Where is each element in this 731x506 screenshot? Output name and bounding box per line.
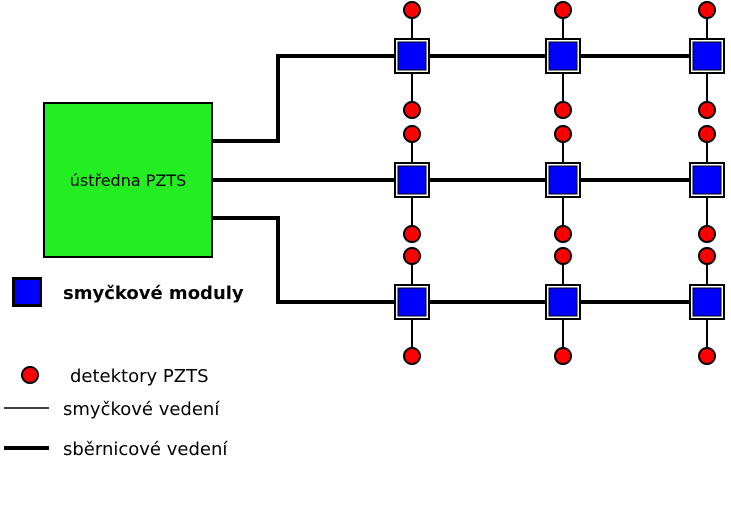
loop-module xyxy=(692,287,722,317)
legend: smyčkové moduly detektory PZTS smyčkové … xyxy=(4,277,244,460)
detector xyxy=(698,225,716,243)
loop-module xyxy=(397,287,427,317)
detector xyxy=(698,125,716,143)
detector xyxy=(403,125,421,143)
detector xyxy=(554,125,572,143)
loop-module xyxy=(548,41,578,71)
detector xyxy=(554,1,572,19)
detector xyxy=(403,101,421,119)
loop-module xyxy=(548,287,578,317)
bus-line-3 xyxy=(212,216,707,304)
detector xyxy=(554,247,572,265)
loop-module xyxy=(548,165,578,195)
detector xyxy=(403,1,421,19)
legend-detectors-label: detektory PZTS xyxy=(70,366,209,387)
legend-module-icon-fill xyxy=(15,280,39,304)
loop-module xyxy=(397,165,427,195)
loop-module xyxy=(692,41,722,71)
loop-module xyxy=(692,165,722,195)
bus-line-1 xyxy=(212,54,707,143)
legend-bus-line-label: sběrnicové vedení xyxy=(63,439,228,460)
detector xyxy=(403,225,421,243)
legend-detector-icon xyxy=(21,366,39,384)
detector xyxy=(554,347,572,365)
bus-lines xyxy=(212,54,707,304)
detector xyxy=(403,347,421,365)
detector xyxy=(698,347,716,365)
central-unit-box xyxy=(43,102,213,258)
legend-loop-line-label: smyčkové vedení xyxy=(63,399,220,420)
detector xyxy=(403,247,421,265)
detector xyxy=(554,225,572,243)
detector xyxy=(698,1,716,19)
central-unit-label: ústředna PZTS xyxy=(70,171,187,190)
detector xyxy=(554,101,572,119)
legend-modules-label: smyčkové moduly xyxy=(63,283,244,304)
loop-module xyxy=(397,41,427,71)
detector xyxy=(698,101,716,119)
detector xyxy=(698,247,716,265)
